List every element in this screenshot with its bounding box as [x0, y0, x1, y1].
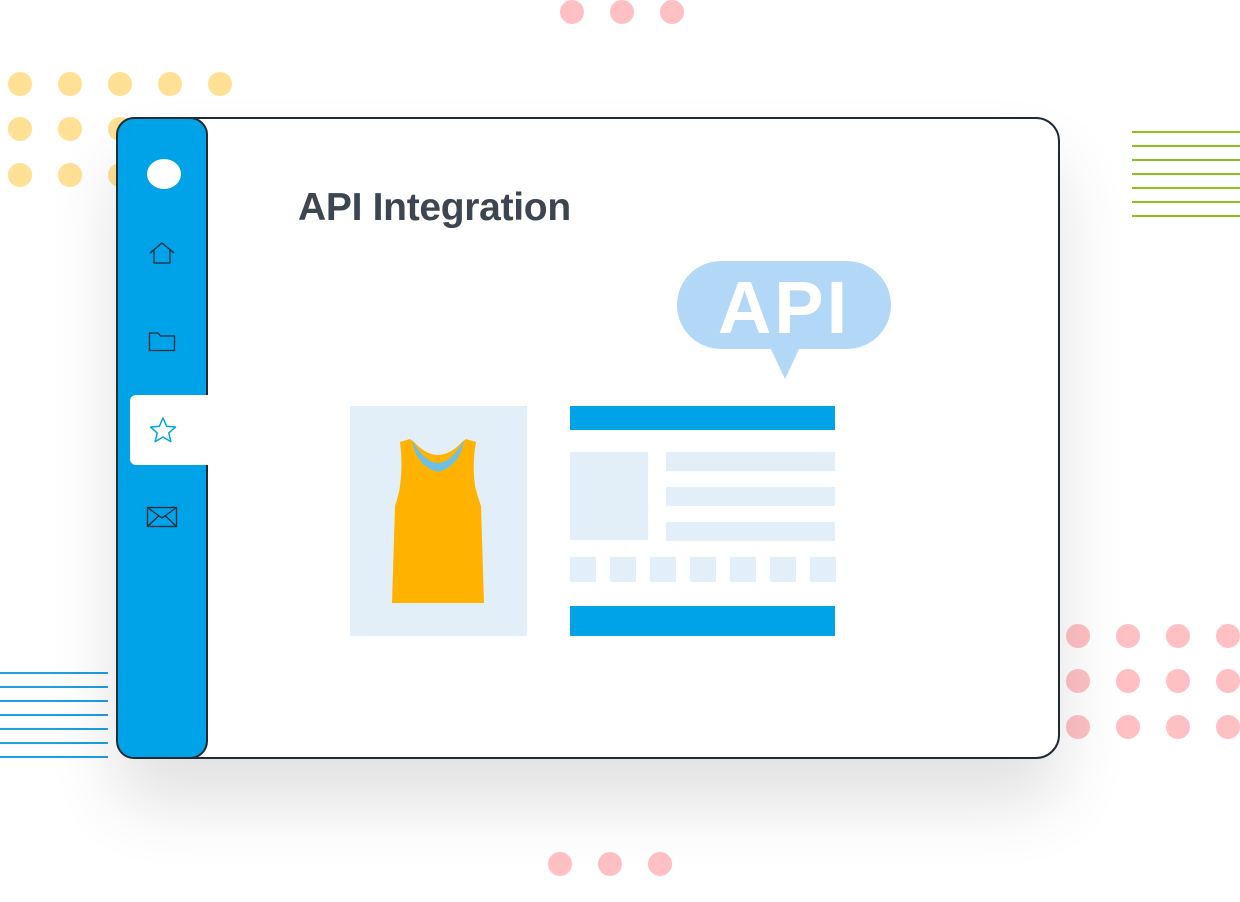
decor-stripe: [0, 728, 108, 730]
sidebar-item-home[interactable]: [118, 218, 206, 288]
layout-text-line: [666, 522, 835, 541]
decor-stripe: [1132, 145, 1240, 147]
decor-dot: [1166, 669, 1190, 693]
envelope-icon: [146, 506, 178, 528]
decor-stripe: [1132, 215, 1240, 217]
layout-cell: [690, 557, 716, 582]
decor-dot: [1166, 715, 1190, 739]
decor-stripe: [1132, 159, 1240, 161]
decor-dot: [58, 72, 82, 96]
layout-cell: [730, 557, 756, 582]
decor-dot: [8, 163, 32, 187]
decor-dot: [1116, 669, 1140, 693]
decor-dot: [1066, 624, 1090, 648]
decor-stripe: [0, 714, 108, 716]
decor-stripe: [0, 742, 108, 744]
decor-dot: [648, 852, 672, 876]
decor-dot: [1216, 669, 1240, 693]
decor-dot: [158, 72, 182, 96]
decor-stripe: [0, 672, 108, 674]
layout-cell: [770, 557, 796, 582]
tank-top-icon: [392, 439, 484, 603]
logo: [147, 159, 181, 189]
decor-stripe: [0, 700, 108, 702]
decor-dot: [1166, 624, 1190, 648]
decor-dot: [660, 0, 684, 24]
star-icon: [149, 417, 177, 443]
layout-text-line: [666, 452, 835, 471]
app-window: [116, 117, 1060, 759]
decor-dot: [610, 0, 634, 24]
decor-stripe: [1132, 173, 1240, 175]
decor-dot: [1116, 624, 1140, 648]
page-title: API Integration: [298, 186, 571, 229]
layout-image-block: [570, 452, 648, 540]
product-image-card: [350, 406, 527, 636]
decor-dot: [548, 852, 572, 876]
decor-stripe: [0, 686, 108, 688]
sidebar: [116, 117, 208, 759]
decor-dot: [1066, 715, 1090, 739]
sidebar-item-mail[interactable]: [118, 482, 206, 552]
layout-cell: [570, 557, 596, 582]
decor-stripe: [0, 756, 108, 758]
decor-dot: [560, 0, 584, 24]
layout-footer-bar: [570, 606, 835, 636]
sidebar-item-favorites[interactable]: [130, 395, 208, 465]
decor-dot: [108, 72, 132, 96]
decor-stripe: [1132, 201, 1240, 203]
layout-header-bar: [570, 406, 835, 430]
layout-cell: [810, 557, 836, 582]
decor-stripe: [1132, 131, 1240, 133]
decor-dot: [208, 72, 232, 96]
decor-dot: [1066, 669, 1090, 693]
folder-icon: [148, 332, 176, 352]
decor-dot: [598, 852, 622, 876]
layout-text-line: [666, 487, 835, 506]
layout-cell: [610, 557, 636, 582]
sidebar-item-folder[interactable]: [118, 306, 206, 376]
api-bubble-text: API: [717, 265, 851, 349]
decor-dot: [1216, 715, 1240, 739]
speech-bubble-tail: [770, 347, 800, 379]
decor-dot: [8, 117, 32, 141]
decor-dot: [58, 117, 82, 141]
decor-dot: [1116, 715, 1140, 739]
home-icon: [149, 242, 175, 264]
decor-dot: [1216, 624, 1240, 648]
api-speech-bubble: API: [677, 261, 891, 349]
layout-cell: [650, 557, 676, 582]
decor-stripe: [1132, 187, 1240, 189]
decor-dot: [58, 163, 82, 187]
decor-dot: [8, 72, 32, 96]
